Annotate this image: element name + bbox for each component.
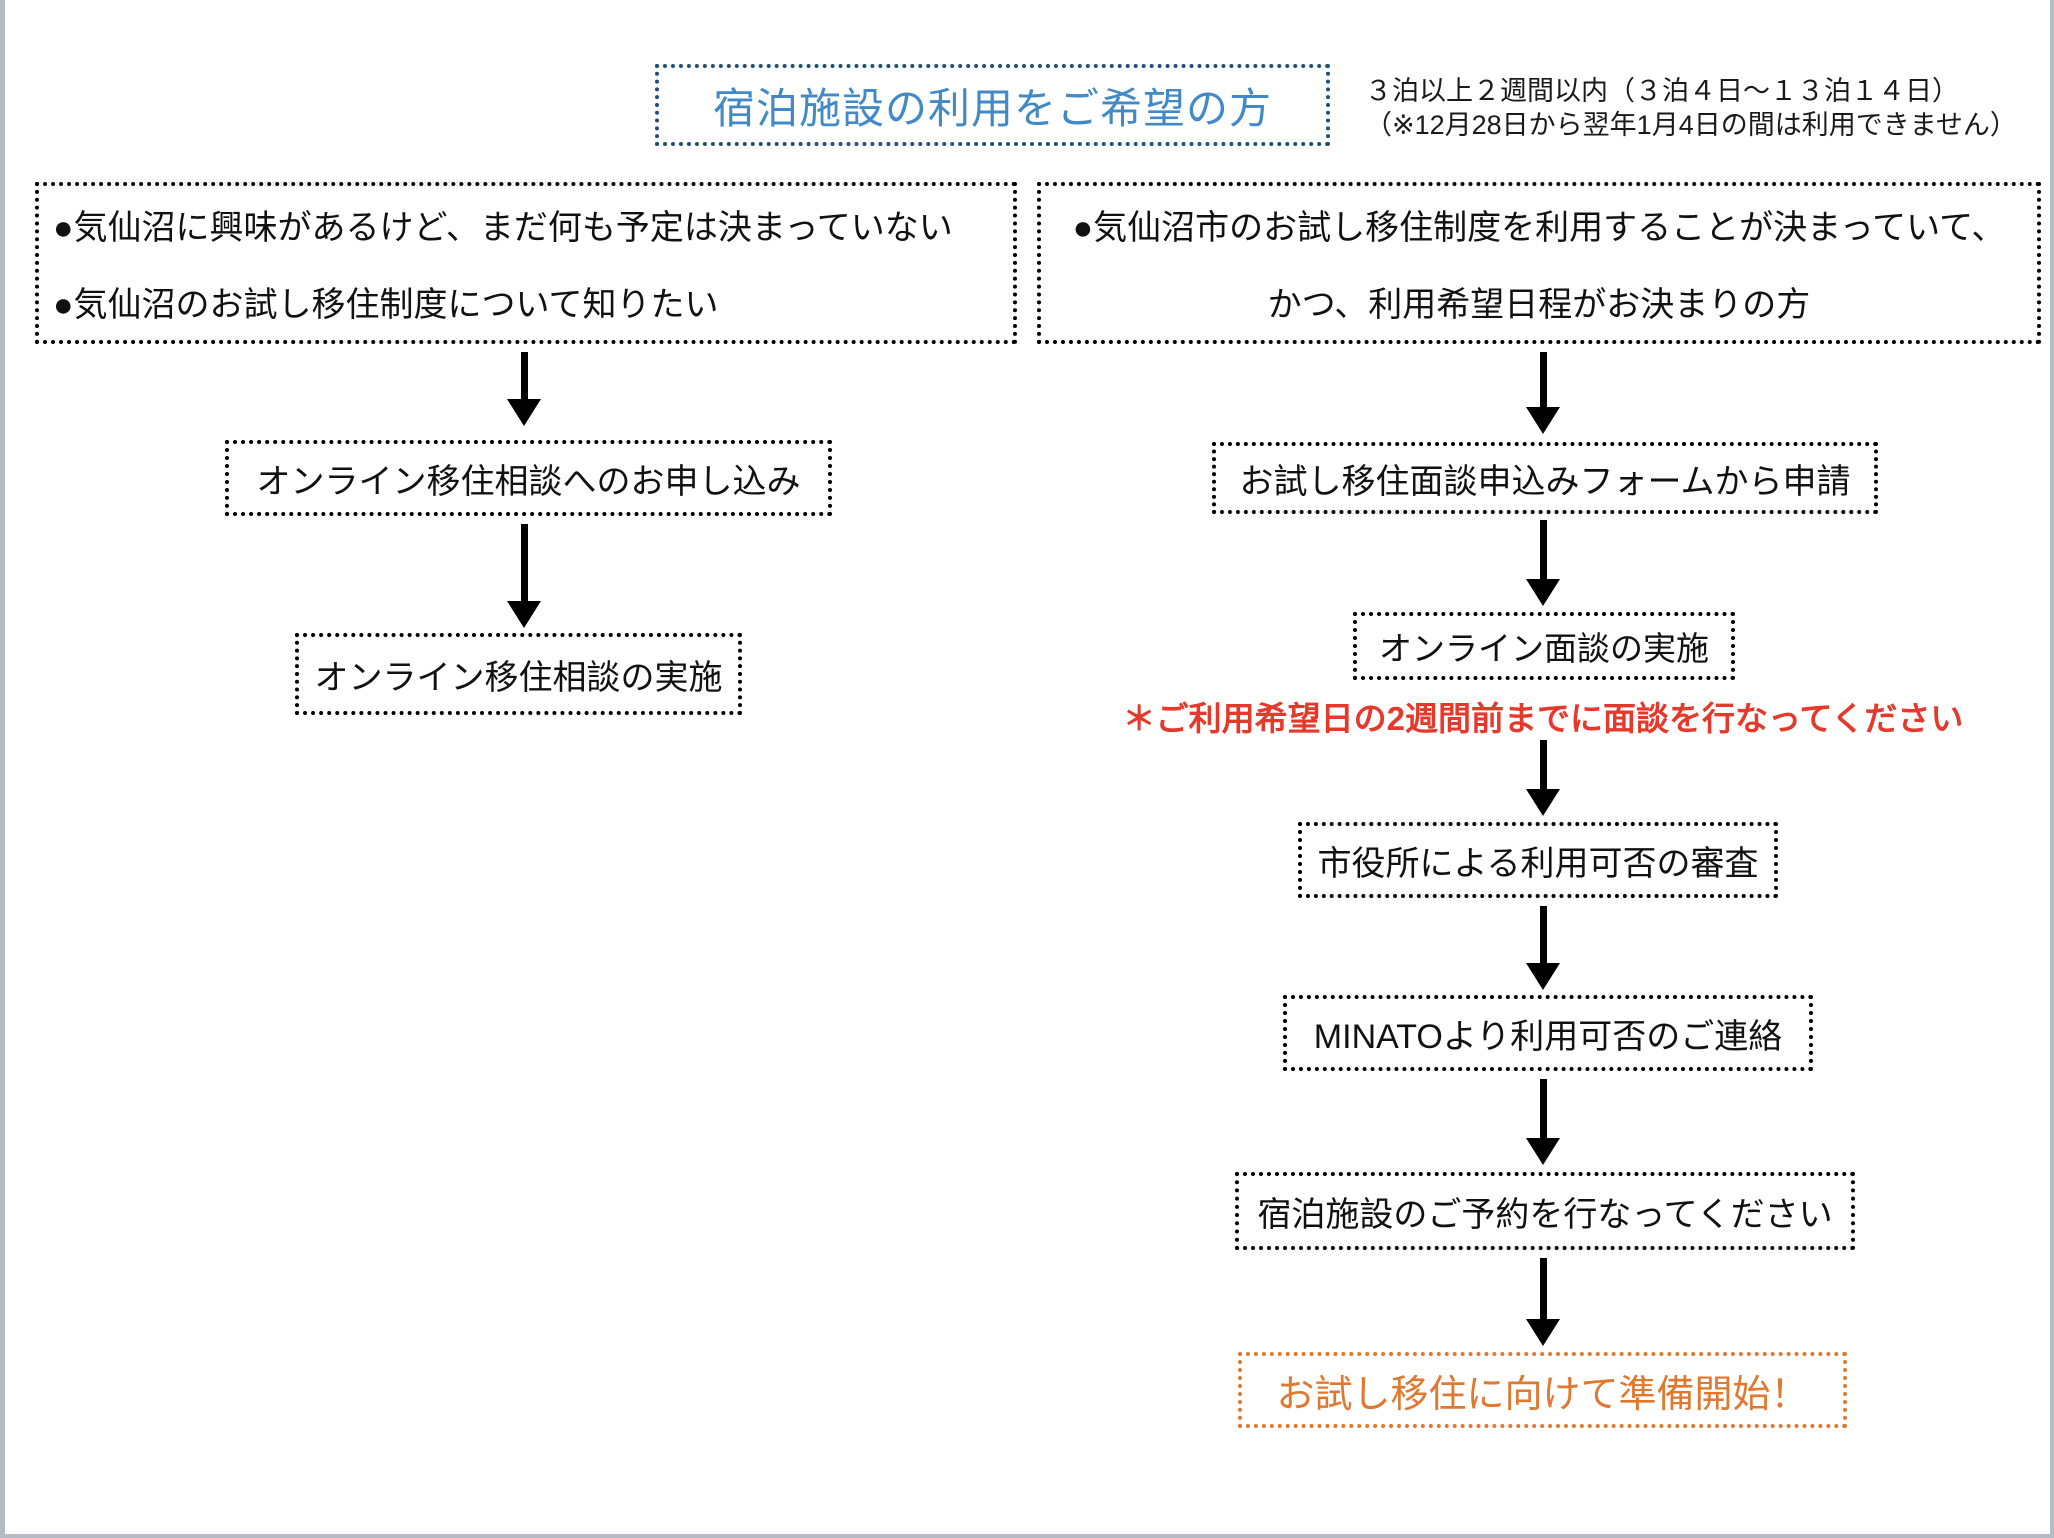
duration-note: ３泊以上２週間以内（３泊４日〜１３泊１４日） （※12月28日から翌年1月4日の…	[1365, 74, 2017, 142]
arrow-down-icon	[1526, 906, 1560, 990]
arrow-head	[1526, 1138, 1560, 1165]
interview-deadline-warning: ＊ご利用希望日の2週間前までに面談を行なってください	[1122, 700, 1964, 737]
right-condition-line2: かつ、利用希望日程がお決まりの方	[1267, 286, 1811, 324]
arrow-shaft	[1539, 1079, 1547, 1138]
arrow-down-icon	[1526, 1258, 1560, 1346]
arrow-head	[1526, 579, 1560, 606]
arrow-head	[1526, 407, 1560, 434]
right-step-reserve-lodging: 宿泊施設のご予約を行なってください	[1235, 1172, 1855, 1250]
left-condition-bullet1: ●気仙沼に興味があるけど、まだ何も予定は決まっていない	[53, 209, 953, 247]
arrow-down-icon	[1526, 520, 1560, 606]
arrow-shaft	[520, 524, 528, 601]
right-condition-box: ●気仙沼市のお試し移住制度を利用することが決まっていて、 かつ、利用希望日程がお…	[1037, 182, 2041, 344]
arrow-down-icon	[1526, 352, 1560, 434]
arrow-shaft	[1539, 740, 1547, 789]
arrow-down-icon	[1526, 1079, 1560, 1165]
left-condition-box: ●気仙沼に興味があるけど、まだ何も予定は決まっていない ●気仙沼のお試し移住制度…	[35, 182, 1017, 344]
step-label: オンライン移住相談の実施	[314, 658, 723, 697]
arrow-down-icon	[507, 352, 541, 426]
goal-label: お試し移住に向けて準備開始！	[1276, 1373, 1809, 1416]
arrow-head	[507, 399, 541, 426]
right-step-minato-notice: MINATOより利用可否のご連絡	[1283, 995, 1813, 1071]
right-step-online-interview: オンライン面談の実施	[1353, 612, 1735, 680]
right-step-form-apply: お試し移住面談申込みフォームから申請	[1212, 442, 1878, 514]
step-label: お試し移住面談申込みフォームから申請	[1239, 462, 1851, 501]
duration-note-line1: ３泊以上２週間以内（３泊４日〜１３泊１４日）	[1365, 76, 1959, 106]
goal-box: お試し移住に向けて準備開始！	[1238, 1352, 1847, 1428]
step-label: 市役所による利用可否の審査	[1317, 844, 1759, 883]
right-step-city-review: 市役所による利用可否の審査	[1298, 822, 1778, 898]
step-label: MINATOより利用可否のご連絡	[1313, 1017, 1783, 1056]
arrow-head	[1526, 963, 1560, 990]
page-title: 宿泊施設の利用をご希望の方	[712, 84, 1272, 132]
arrow-shaft	[1539, 906, 1547, 963]
page-title-box: 宿泊施設の利用をご希望の方	[655, 64, 1330, 146]
step-label: オンライン移住相談へのお申し込み	[256, 462, 801, 501]
duration-note-line2: （※12月28日から翌年1月4日の間は利用できません）	[1365, 110, 2017, 140]
left-condition-bullet2: ●気仙沼のお試し移住制度について知りたい	[53, 286, 719, 324]
left-step-online-consult-held: オンライン移住相談の実施	[295, 633, 742, 715]
step-label: オンライン面談の実施	[1379, 630, 1709, 667]
arrow-down-icon	[1526, 740, 1560, 816]
arrow-shaft	[520, 352, 528, 399]
arrow-head	[1526, 789, 1560, 816]
arrow-head	[1526, 1319, 1560, 1346]
left-step-online-consult-apply: オンライン移住相談へのお申し込み	[225, 440, 832, 516]
step-label: 宿泊施設のご予約を行なってください	[1257, 1195, 1833, 1234]
arrow-shaft	[1539, 1258, 1547, 1319]
arrow-shaft	[1539, 520, 1547, 579]
arrow-shaft	[1539, 352, 1547, 407]
right-condition-line1: ●気仙沼市のお試し移住制度を利用することが決まっていて、	[1072, 209, 2006, 247]
arrow-down-icon	[507, 524, 541, 628]
arrow-head	[507, 601, 541, 628]
